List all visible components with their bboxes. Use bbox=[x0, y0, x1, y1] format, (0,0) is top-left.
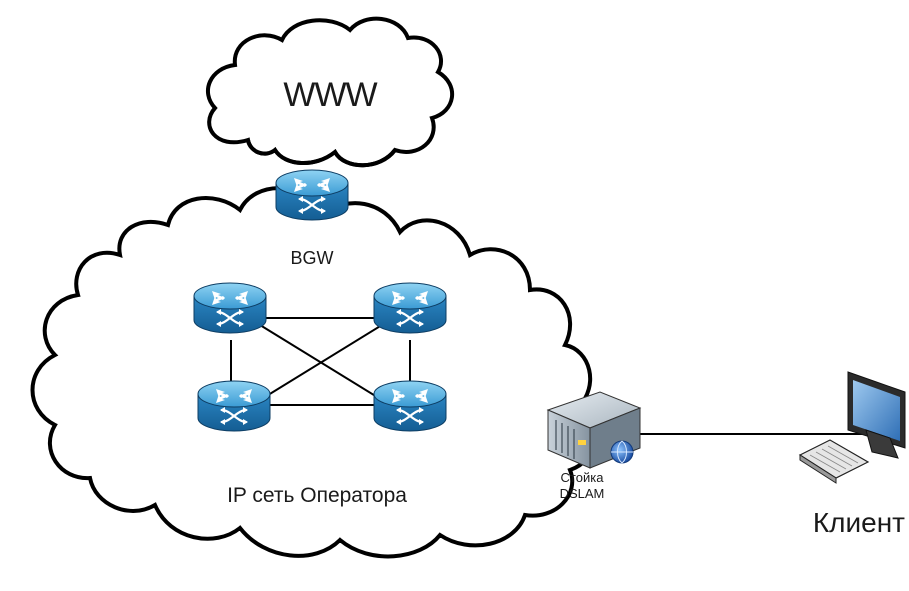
internet-label: WWW bbox=[283, 76, 377, 114]
bgw-label: BGW bbox=[291, 248, 334, 268]
client-computer-icon bbox=[798, 371, 906, 484]
router-top-right-icon bbox=[372, 281, 448, 335]
link-diag-2 bbox=[259, 324, 383, 401]
router-bottom-left-icon bbox=[196, 379, 272, 433]
dslam-label-line2: DSLAM bbox=[560, 486, 605, 501]
client-label: Клиент bbox=[813, 507, 905, 538]
dslam-server-icon bbox=[546, 391, 642, 469]
bgw-router-icon bbox=[274, 168, 350, 222]
router-bottom-right-icon bbox=[372, 379, 448, 433]
router-top-left-icon bbox=[192, 281, 268, 335]
dslam-label-line1: Стойка bbox=[561, 470, 605, 485]
operator-network-label: IP сеть Оператора bbox=[227, 484, 407, 507]
internet-cloud-overlap bbox=[246, 139, 397, 168]
